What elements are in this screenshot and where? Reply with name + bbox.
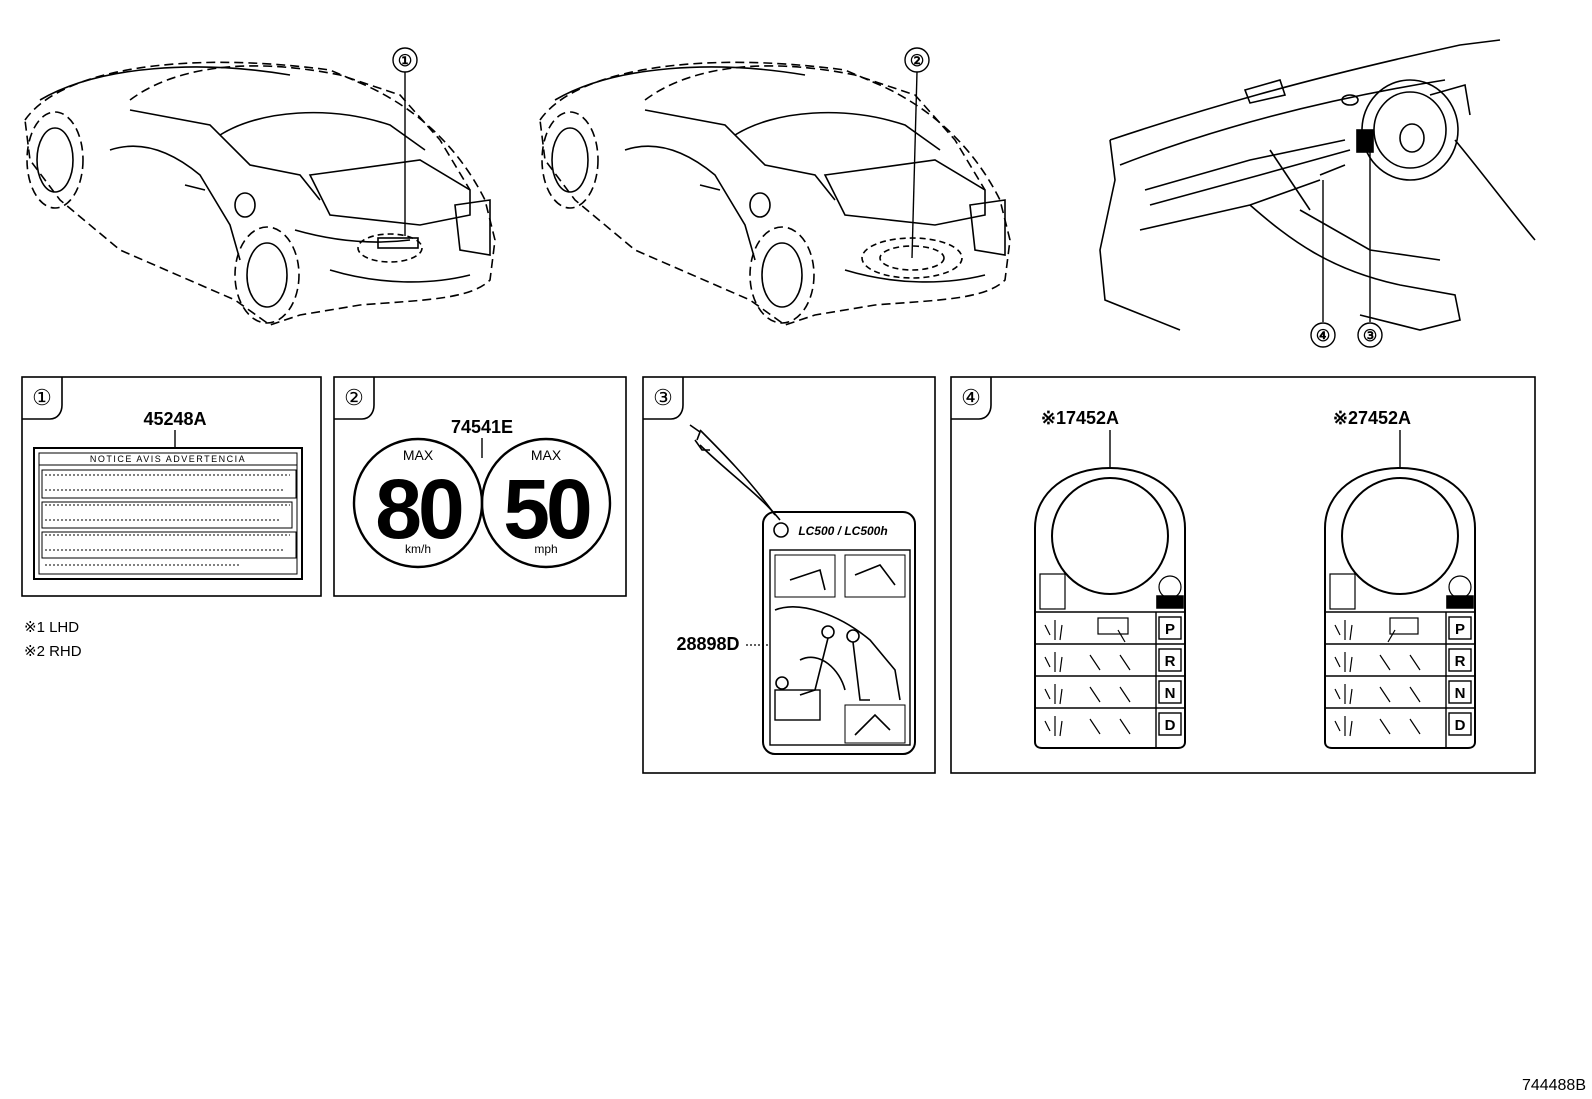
- gear-n-right: N: [1455, 685, 1466, 702]
- car-illustration-1: [24, 47, 496, 326]
- callout-2-car: ②: [910, 53, 924, 70]
- figure-id: 744488B: [1522, 1077, 1586, 1094]
- gear-p-right: P: [1455, 621, 1465, 638]
- part-number-27452a-rhd: ※27452A: [1333, 408, 1411, 428]
- sign-left-max: MAX: [403, 447, 434, 463]
- sign-right-value: 50: [503, 462, 590, 556]
- panel-4-number: ④: [961, 385, 981, 410]
- part-number-28898d: 28898D: [676, 634, 739, 654]
- callout-4-interior: ④: [1316, 328, 1330, 345]
- note-lhd: ※1 LHD: [24, 619, 79, 636]
- sign-left-value: 80: [375, 462, 462, 556]
- car-illustration-2: [539, 47, 1011, 326]
- notice-label-header: NOTICE AVIS ADVERTENCIA: [90, 454, 246, 464]
- sign-right-unit: mph: [534, 542, 557, 556]
- hang-tag-drawing: [689, 424, 916, 755]
- notice-label-drawing: [33, 430, 303, 580]
- interior-illustration: [1099, 39, 1536, 348]
- gear-d-right: D: [1455, 717, 1466, 734]
- gear-r-left: R: [1165, 653, 1176, 670]
- sign-left-unit: km/h: [405, 542, 431, 556]
- gear-tag-drawing-left: [1034, 430, 1186, 749]
- gear-d-left: D: [1165, 717, 1176, 734]
- speed-sign-drawing: [352, 437, 612, 569]
- panel-3-number: ③: [653, 385, 673, 410]
- sign-right-max: MAX: [531, 447, 562, 463]
- gear-tag-drawing-right: [1324, 430, 1476, 749]
- part-number-45248a: 45248A: [143, 409, 206, 429]
- gear-p-left: P: [1165, 621, 1175, 638]
- gear-pictograms: [1044, 617, 1421, 737]
- panel-1-frame: [21, 376, 322, 597]
- callout-3-interior: ③: [1363, 328, 1377, 345]
- tag-model-title: LC500 / LC500h: [798, 524, 887, 538]
- callout-1-car: ①: [398, 53, 412, 70]
- note-rhd: ※2 RHD: [24, 643, 82, 660]
- panel-4-frame: [950, 376, 1536, 774]
- panel-2-number: ②: [344, 385, 364, 410]
- panel-2-frame: [333, 376, 627, 597]
- panel-1-number: ①: [32, 385, 52, 410]
- part-number-74541e: 74541E: [451, 417, 513, 437]
- gear-n-left: N: [1165, 685, 1176, 702]
- part-number-17452a-lhd: ※17452A: [1041, 408, 1119, 428]
- gear-r-right: R: [1455, 653, 1466, 670]
- panel-3-frame: [642, 376, 936, 774]
